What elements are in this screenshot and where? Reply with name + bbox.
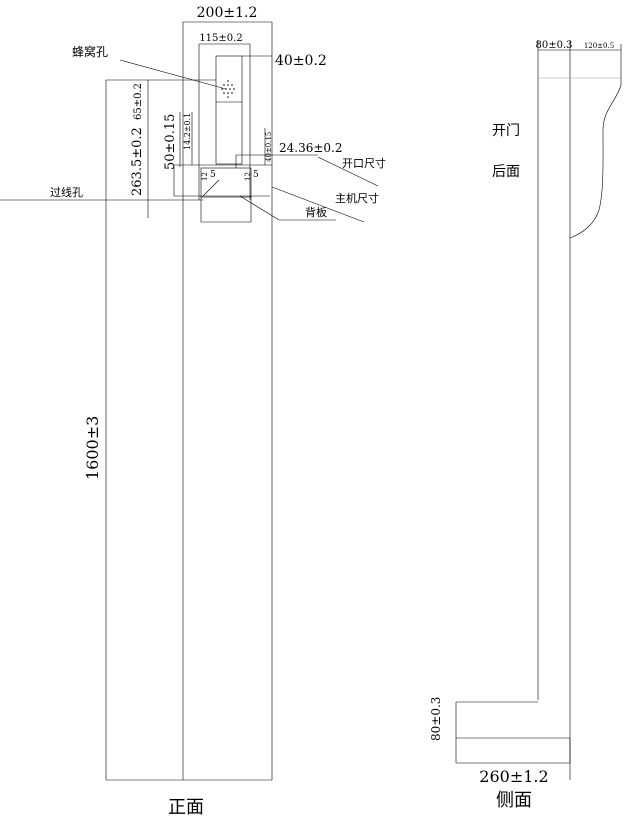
side-view: 80±0.3 120±0.5 开门 后面 80±0.3 260±1.2 侧面 bbox=[429, 40, 622, 811]
top-offset-label: 65±0.2 bbox=[133, 83, 144, 120]
back-plate-label: 背板 bbox=[305, 205, 327, 219]
opening-width-label: 24.36±0.2 bbox=[279, 141, 343, 155]
host-leader bbox=[271, 186, 365, 223]
opening-size-label: 开口尺寸 bbox=[342, 156, 386, 170]
small-five-right: 5 bbox=[253, 170, 259, 180]
cable-hole-diagonal bbox=[202, 179, 220, 197]
inner-width-label: 115±0.2 bbox=[199, 33, 242, 44]
side-top-left-dim: 80±0.3 bbox=[535, 40, 572, 51]
depth-label: 260±1.2 bbox=[479, 767, 548, 786]
slot-width-label: 40±0.2 bbox=[275, 53, 327, 69]
small-twelve-left: 12 bbox=[201, 172, 209, 181]
small-five-left: 5 bbox=[210, 170, 216, 180]
foot-height-label: 80±0.3 bbox=[429, 697, 443, 741]
inner-b-label: 40±0.15 bbox=[265, 132, 273, 162]
opening-height-label: 50±0.15 bbox=[163, 114, 178, 170]
inner-a-label: 14.2±0.1 bbox=[183, 113, 192, 150]
honeycomb-dots bbox=[221, 80, 235, 98]
door-label: 开门 bbox=[492, 123, 520, 139]
small-twelve-right: 12 bbox=[244, 172, 252, 181]
front-view: 200±1.2 115±0.2 40±0.2 蜂窝孔 bbox=[0, 5, 386, 818]
slot-outline bbox=[215, 55, 243, 165]
host-box bbox=[200, 167, 252, 198]
host-size-label: 主机尺寸 bbox=[335, 191, 379, 205]
honeycomb-label: 蜂窝孔 bbox=[72, 44, 108, 59]
height-to-opening-label: 263.5±0.2 bbox=[130, 127, 145, 196]
honeycomb-leader bbox=[119, 59, 227, 90]
side-top-right-dim: 120±0.5 bbox=[584, 42, 614, 50]
back-label: 后面 bbox=[492, 164, 520, 180]
opening-leader bbox=[317, 156, 379, 187]
backplate-leader-a bbox=[239, 195, 280, 221]
side-view-label: 侧面 bbox=[496, 790, 532, 811]
door-profile bbox=[569, 56, 622, 239]
cable-hole-label: 过线孔 bbox=[50, 185, 83, 199]
total-width-label: 200±1.2 bbox=[197, 5, 258, 21]
front-view-label: 正面 bbox=[168, 797, 204, 818]
total-height-label: 1600±3 bbox=[83, 416, 102, 480]
